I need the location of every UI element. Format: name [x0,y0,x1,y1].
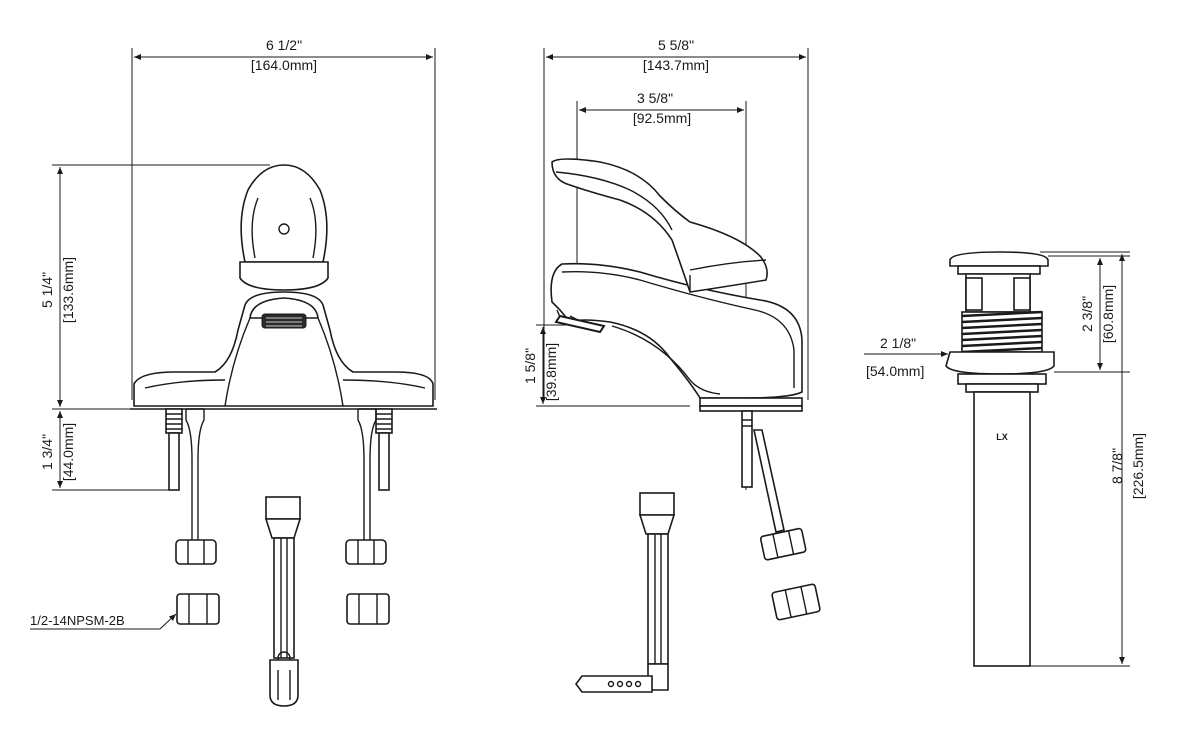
front-width-inch: 6 1/2" [266,37,302,53]
side-width-inch: 5 5/8" [658,37,694,53]
front-shank-inch: 1 3/4" [39,434,55,470]
left-shank [165,408,183,491]
right-shank [375,408,393,491]
front-view: 6 1/2" [164.0mm] 5 1/4" [133.6mm] 1 3/4"… [30,37,437,707]
side-spout-height-mm: [39.8mm] [543,343,559,401]
tailpiece-mark: LX [996,432,1008,442]
front-shank-mm: [44.0mm] [60,423,76,481]
drain-cap-height-inch: 2 3/8" [1079,296,1095,332]
drain-cap-height-mm: [60.8mm] [1100,285,1116,343]
drain-flange-mm: [54.0mm] [866,363,924,379]
side-spout-height-inch: 1 5/8" [522,348,538,384]
drain-total-inch: 8 7/8" [1109,448,1125,484]
side-view: 5 5/8" [143.7mm] 3 5/8" [92.5mm] 1 5/8" … [522,37,821,693]
lift-rod-side [575,492,676,693]
front-height-inch: 5 1/4" [39,272,55,308]
drain-view: 2 3/8" [60.8mm] 8 7/8" [226.5mm] 2 1/8" … [864,251,1146,667]
side-width-mm: [143.7mm] [643,57,709,73]
lift-rod-front [264,496,302,707]
right-nut [346,593,390,625]
drain-total-mm: [226.5mm] [1130,433,1146,499]
left-nut [176,593,220,625]
front-height-mm: [133.6mm] [60,257,76,323]
front-width-mm: [164.0mm] [251,57,317,73]
thread-spec-label: 1/2-14NPSM-2B [30,613,125,628]
side-reach-inch: 3 5/8" [637,90,673,106]
drain-flange-inch: 2 1/8" [880,335,916,351]
side-reach-mm: [92.5mm] [633,110,691,126]
